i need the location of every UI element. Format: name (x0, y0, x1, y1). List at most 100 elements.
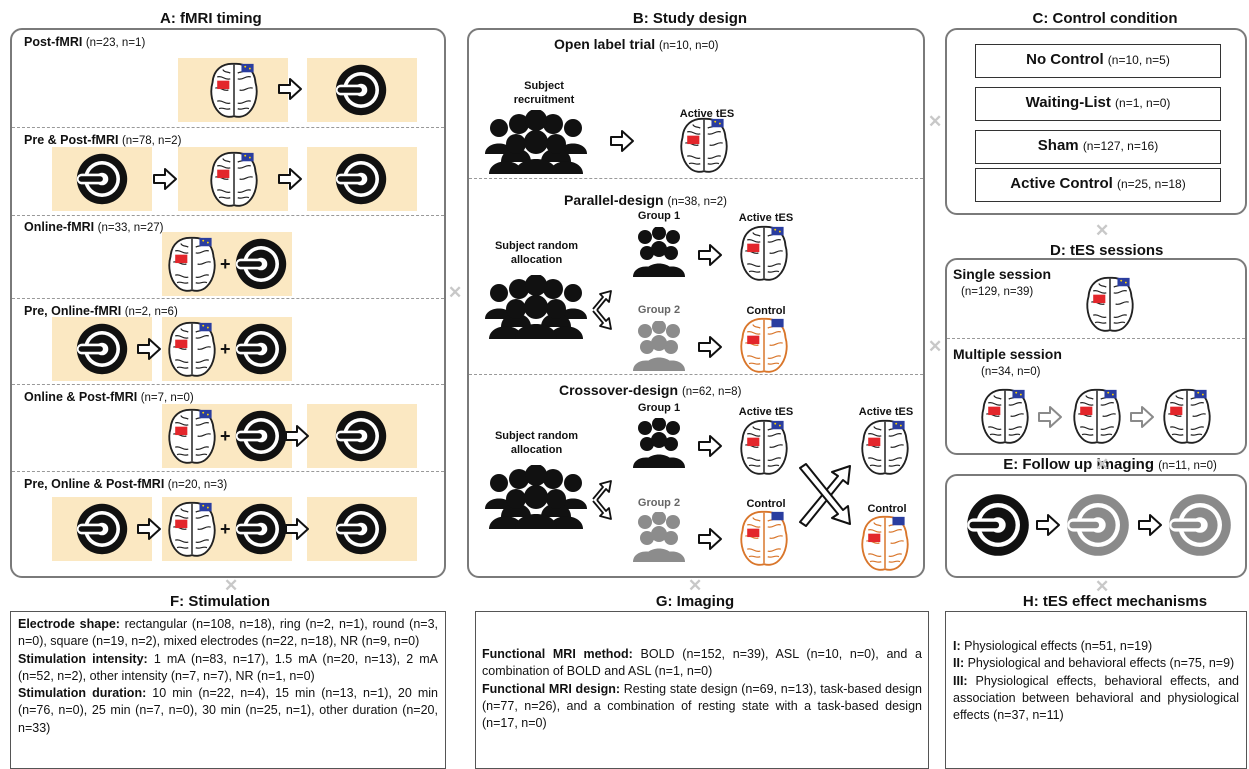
arrow-right-icon (697, 334, 723, 360)
crossover-count: (n=62, n=8) (681, 386, 742, 398)
stimulated-brain-icon (1159, 386, 1215, 446)
timing-count: (n=78, n=2) (121, 135, 182, 147)
mechanism-item: II: Physiological and behavioral effects… (953, 655, 1239, 672)
arrow-right-icon (136, 516, 162, 542)
single-session-count: (n=129, n=39) (961, 286, 1034, 298)
fmri-method-text: BOLD (n=152, n=39), ASL (n=10, n=0), and… (482, 647, 922, 679)
control-brain-icon (736, 315, 792, 375)
timing-name: Pre & Post-fMRI (24, 133, 119, 147)
crossover-heading: Crossover-design (n=62, n=8) (559, 382, 741, 398)
plus-icon: + (220, 339, 231, 359)
arrow-right-icon (136, 336, 162, 362)
separator-x-icon: ✕ (1095, 455, 1110, 474)
mri-scanner-icon (334, 152, 388, 206)
multiple-session-count: (n=34, n=0) (981, 366, 1041, 378)
control-option: Active Control (n=25, n=18) (975, 168, 1221, 202)
open-label-heading: Open label trial (n=10, n=0) (554, 36, 719, 52)
control-option-name: Sham (1037, 137, 1079, 154)
mechanism-number: II: (953, 656, 965, 671)
control-option-count: (n=25, n=18) (1116, 177, 1186, 191)
panel-e-count: (n=11, n=0) (1158, 460, 1217, 472)
arrow-right-icon (1037, 404, 1063, 430)
group-people-icon (629, 321, 689, 371)
panel-d-tes-sessions: Single session (n=129, n=39) Multiple se… (945, 258, 1247, 455)
arrow-right-icon (1129, 404, 1155, 430)
control-option-name: No Control (1026, 51, 1104, 68)
row-divider (12, 471, 444, 472)
panel-c-control-condition: No Control (n=10, n=5) Waiting-List (n=1… (945, 28, 1247, 215)
duration-paragraph: Stimulation duration: 10 min (n=22, n=4)… (18, 685, 438, 737)
arrow-right-icon (277, 166, 303, 192)
stimulated-brain-icon (857, 417, 913, 477)
duration-label: Stimulation duration: (18, 686, 147, 700)
intensity-text: 1 mA (n=83, n=17), 1.5 mA (n=20, n=13), … (18, 651, 438, 683)
control-option: Waiting-List (n=1, n=0) (975, 87, 1221, 121)
duration-text: 10 min (n=22, n=4), 15 min (n=13, n=1), … (18, 686, 438, 735)
group-people-icon (629, 512, 689, 562)
subject-recruitment-label: Subject recruitment (513, 80, 575, 106)
row-divider (12, 215, 444, 216)
timing-label: Online & Post-fMRI (n=7, n=0) (24, 390, 194, 404)
mechanism-text: Physiological and behavioral effects (n=… (964, 656, 1235, 671)
control-option-count: (n=1, n=0) (1115, 96, 1171, 110)
timing-count: (n=33, n=27) (97, 222, 164, 234)
group-people-icon (629, 227, 689, 277)
row-divider (947, 338, 1245, 339)
timing-count: (n=23, n=1) (85, 37, 146, 49)
stimulated-brain-icon (206, 149, 262, 209)
stimulated-brain-icon (164, 499, 220, 559)
panel-b-title: B: Study design (632, 10, 748, 27)
mechanism-text: Physiological effects, behavioral effect… (953, 673, 1239, 723)
split-arrows-icon (589, 475, 619, 525)
timing-name: Pre, Online & Post-fMRI (24, 477, 165, 491)
control-label: Control (746, 305, 786, 317)
single-session-name: Single session (953, 266, 1052, 282)
stimulated-brain-icon (676, 115, 732, 175)
electrode-shape-text: rectangular (n=108, n=18), ring (n=2, n=… (18, 617, 439, 649)
mri-scanner-icon (1065, 492, 1131, 558)
stimulated-brain-icon (1069, 386, 1125, 446)
people-crowd-icon (481, 110, 591, 174)
electrode-shape-paragraph: Electrode shape: rectangular (n=108, n=1… (18, 616, 438, 651)
timing-label: Pre & Post-fMRI (n=78, n=2) (24, 133, 181, 147)
arrow-right-icon (697, 242, 723, 268)
panel-d-title: D: tES sessions (1050, 242, 1164, 259)
panel-a-fmri-timing: Post-fMRI (n=23, n=1) Pre & Post-fMRI (n… (10, 28, 446, 578)
split-arrows-icon (589, 285, 619, 335)
timing-label: Online-fMRI (n=33, n=27) (24, 220, 163, 234)
panel-f-stimulation: Electrode shape: rectangular (n=108, n=1… (10, 611, 446, 769)
fmri-method-label: Functional MRI method: (482, 647, 633, 661)
group-people-icon (629, 418, 689, 468)
parallel-count: (n=38, n=2) (667, 196, 727, 208)
timing-count: (n=20, n=3) (167, 479, 228, 491)
panel-h-mechanisms: I: Physiological effects (n=51, n=19) II… (945, 611, 1247, 769)
multiple-session-label: Multiple session (953, 346, 1062, 362)
mri-scanner-icon (234, 502, 288, 556)
timing-name: Post-fMRI (24, 35, 83, 49)
fmri-design-label: Functional MRI design: (482, 681, 621, 696)
timing-count: (n=7, n=0) (140, 392, 194, 404)
plus-icon: + (220, 254, 231, 274)
control-option: No Control (n=10, n=5) (975, 44, 1221, 78)
row-divider (12, 127, 444, 128)
mri-scanner-icon (965, 492, 1031, 558)
mri-scanner-icon (75, 502, 129, 556)
separator-x-icon: ✕ (688, 576, 703, 595)
mri-scanner-icon (234, 237, 288, 291)
parallel-heading: Parallel-design (n=38, n=2) (564, 192, 727, 208)
crossover-arrows-icon (794, 460, 856, 530)
control-option-count: (n=10, n=5) (1107, 53, 1170, 67)
arrow-right-icon (1137, 512, 1163, 538)
plus-icon: + (220, 519, 231, 539)
group-1-label: Group 1 (637, 210, 681, 222)
panel-g-imaging: Functional MRI method: BOLD (n=152, n=39… (475, 611, 929, 769)
timing-name: Online & Post-fMRI (24, 390, 138, 404)
open-label-name: Open label trial (554, 36, 656, 52)
parallel-name: Parallel-design (564, 192, 664, 208)
arrow-right-icon (284, 516, 310, 542)
panel-e-follow-up-imaging (945, 474, 1247, 578)
mechanism-item: III: Physiological effects, behavioral e… (953, 673, 1239, 725)
panel-e-title-text: E: Follow up imaging (1003, 456, 1155, 473)
stimulated-brain-icon (736, 417, 792, 477)
mri-scanner-icon (1167, 492, 1233, 558)
